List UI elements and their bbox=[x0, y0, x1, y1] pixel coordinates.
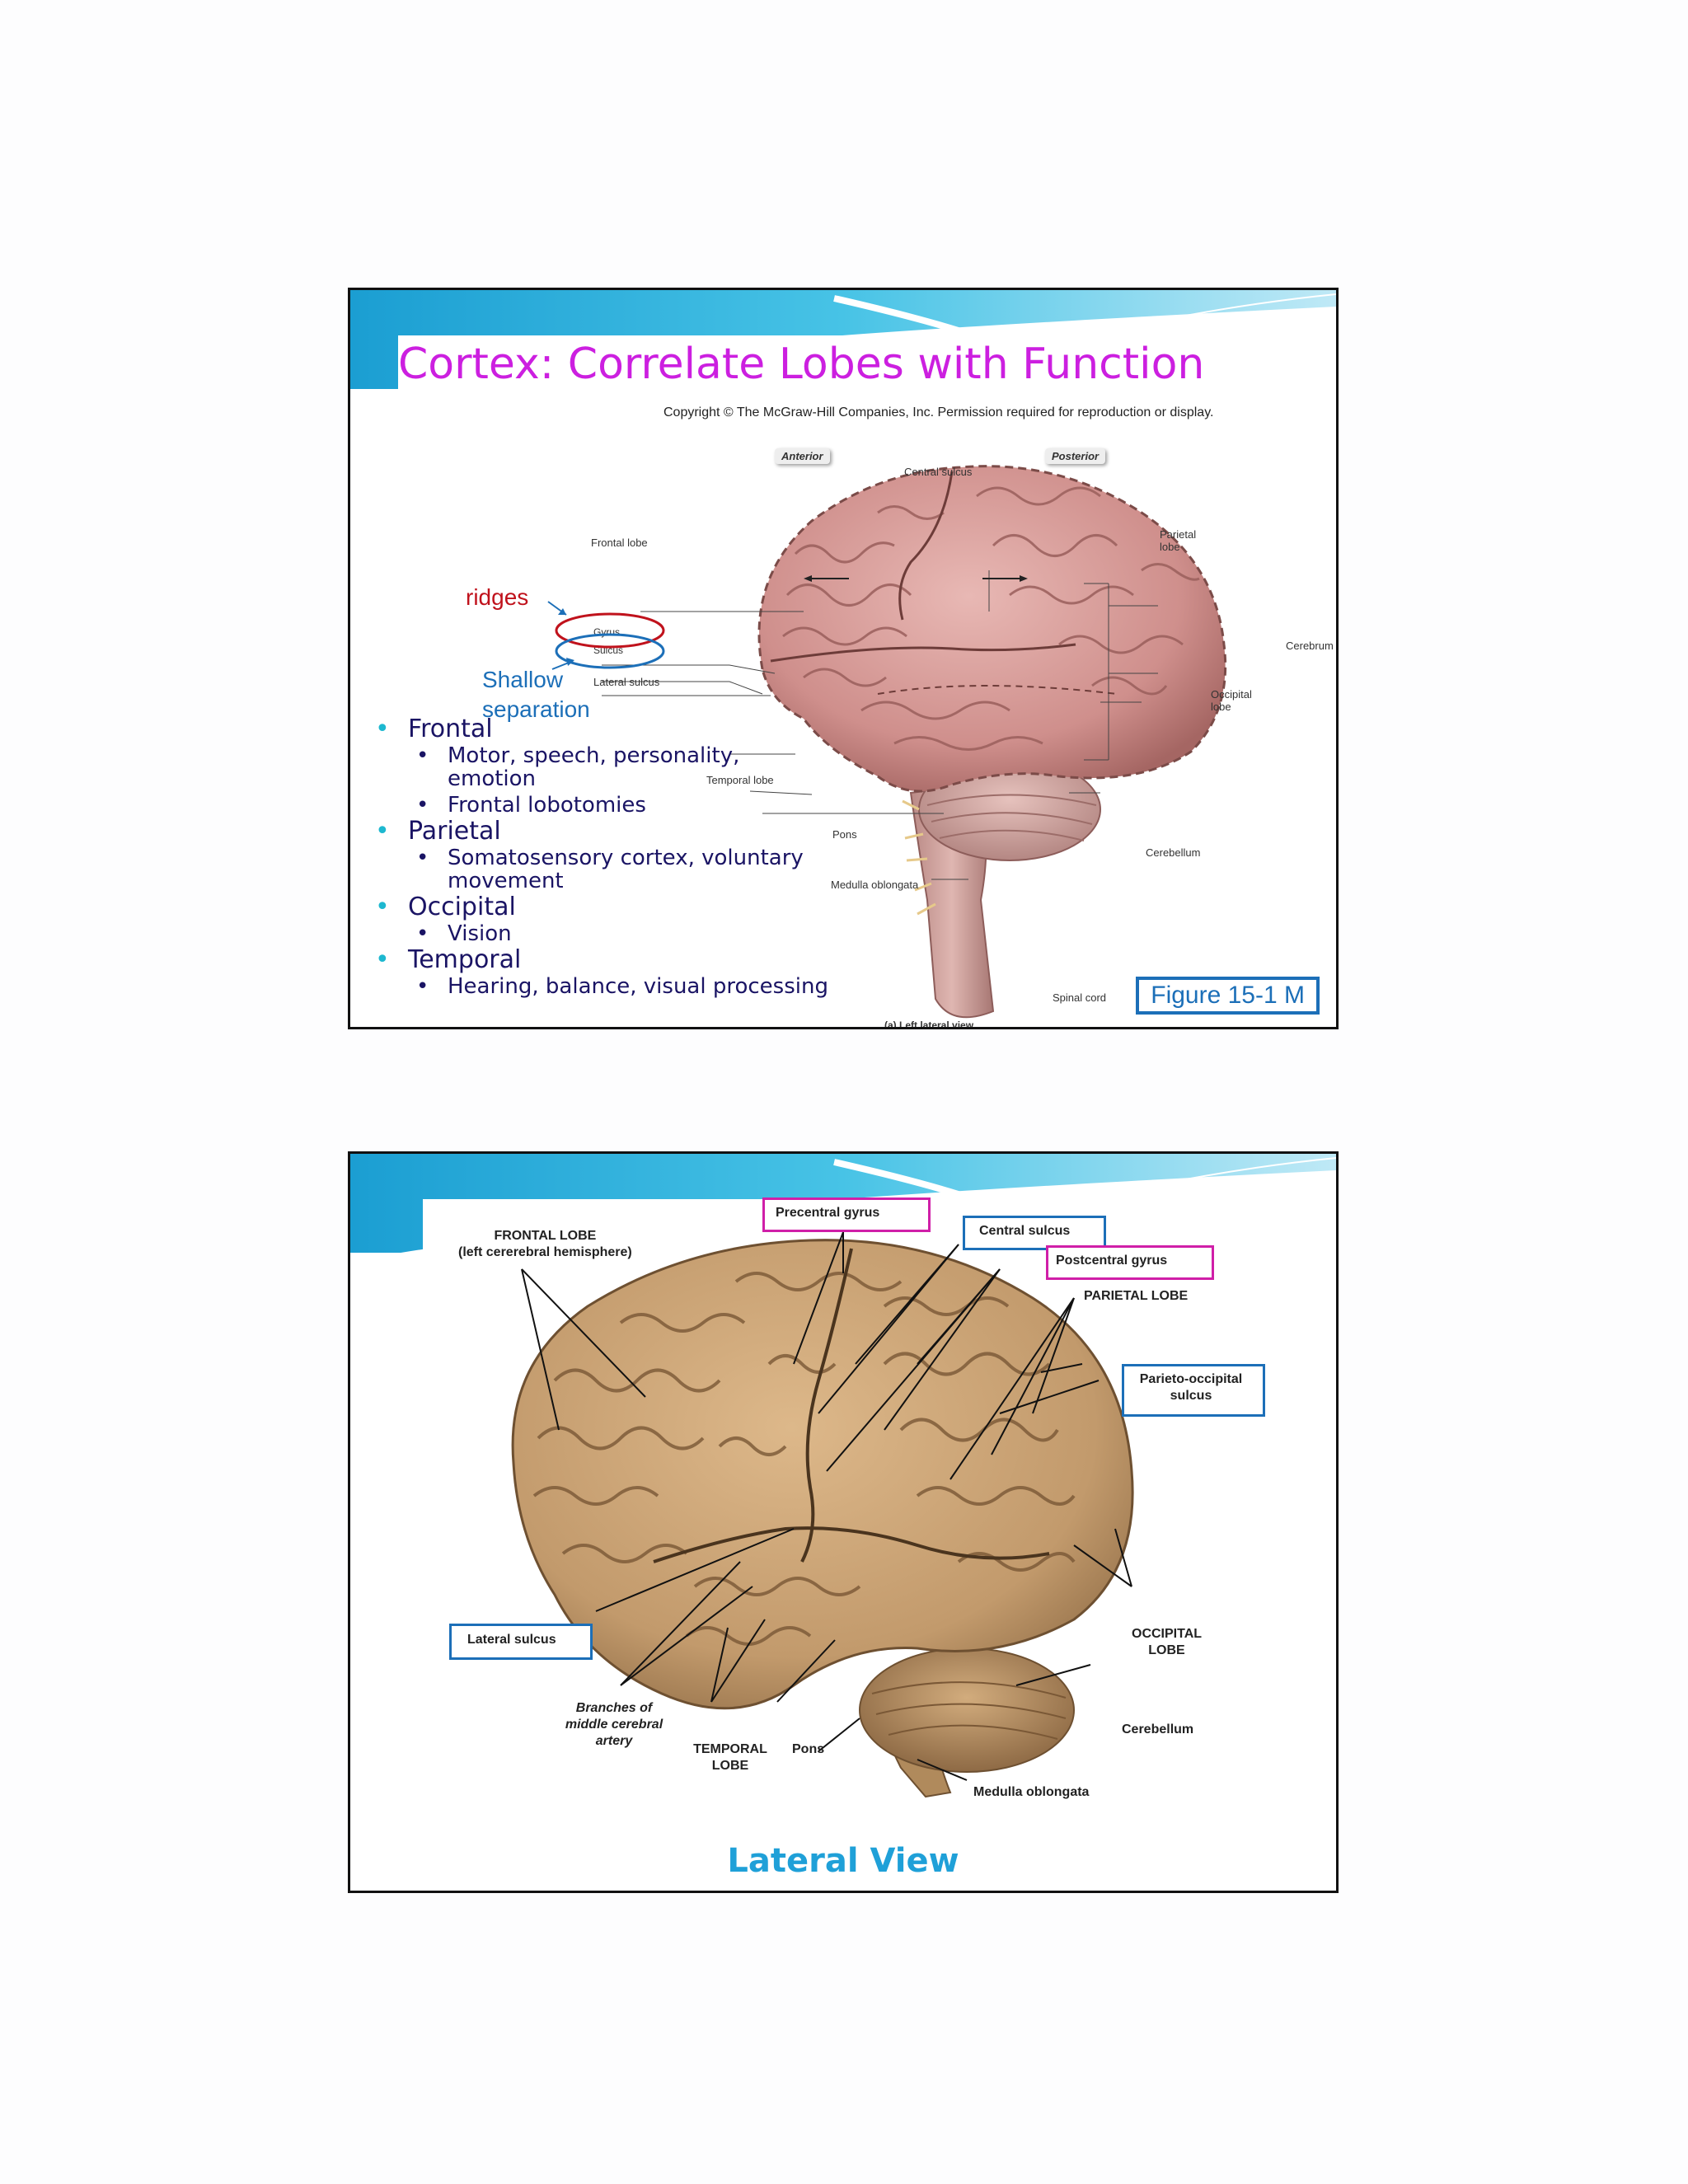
label-temporal-lobe-line1: TEMPORAL bbox=[693, 1742, 767, 1756]
label-anterior: Anterior bbox=[775, 448, 830, 464]
label-occipital-lobe: OCCIPITAL LOBE bbox=[1132, 1626, 1202, 1659]
label-frontal-lobe: FRONTAL LOBE (left cererebral hemisphere… bbox=[458, 1228, 632, 1261]
label-occipital-lobe-line1: Occipital bbox=[1211, 688, 1252, 701]
slide-title: Cortex: Correlate Lobes with Function bbox=[398, 335, 1296, 393]
label-lateral-sulcus: Lateral sulcus bbox=[593, 676, 660, 688]
figure-reference: Figure 15-1 M bbox=[1136, 977, 1320, 1015]
slide-header-band bbox=[350, 290, 1336, 389]
bullet-frontal: Frontal bbox=[375, 715, 828, 744]
label-branches-middle-cerebral-artery: Branches of middle cerebral artery bbox=[556, 1700, 672, 1750]
bullet-frontal-function-line1: Motor, speech, personality, bbox=[448, 743, 740, 768]
bullet-temporal: Temporal bbox=[375, 945, 828, 975]
label-occipital-lobe-line2: LOBE bbox=[1148, 1643, 1185, 1657]
label-temporal-lobe: TEMPORAL LOBE bbox=[685, 1741, 776, 1774]
label-medulla-oblongata: Medulla oblongata bbox=[831, 879, 919, 891]
label-branches-line2: middle cerebral bbox=[565, 1718, 663, 1732]
label-precentral-gyrus: Precentral gyrus bbox=[776, 1206, 880, 1220]
label-central-sulcus: Central sulcus bbox=[904, 466, 973, 478]
copyright-notice: Copyright © The McGraw-Hill Companies, I… bbox=[663, 405, 1214, 419]
label-frontal-lobe-line2: (left cererebral hemisphere) bbox=[458, 1245, 632, 1259]
label-central-sulcus: Central sulcus bbox=[979, 1224, 1071, 1238]
bullet-frontal-function: Motor, speech, personality, emotion bbox=[375, 744, 828, 790]
label-occipital-lobe-line2: lobe bbox=[1211, 701, 1231, 713]
label-parietal-lobe-line2: lobe bbox=[1160, 541, 1180, 553]
label-parieto-occipital-line2: sulcus bbox=[1170, 1389, 1212, 1403]
label-gyrus: Gyrus bbox=[593, 626, 621, 638]
label-occipital-lobe: Occipital lobe bbox=[1211, 688, 1252, 713]
lobe-function-list: Frontal Motor, speech, personality, emot… bbox=[375, 715, 828, 998]
central-sulcus-box bbox=[963, 1216, 1106, 1250]
parieto-occipital-box bbox=[1122, 1364, 1265, 1417]
bullet-parietal-function-line1: Somatosensory cortex, voluntary bbox=[448, 846, 804, 870]
bullet-parietal: Parietal bbox=[375, 817, 828, 846]
note-shallow: Shallow bbox=[482, 667, 564, 692]
bullet-occipital-function: Vision bbox=[375, 922, 828, 945]
label-branches-line1: Branches of bbox=[575, 1701, 653, 1715]
label-postcentral-gyrus: Postcentral gyrus bbox=[1056, 1254, 1168, 1268]
label-cerebrum: Cerebrum bbox=[1286, 640, 1334, 652]
label-sulcus: Sulcus bbox=[593, 644, 624, 656]
label-frontal-lobe-line1: FRONTAL LOBE bbox=[494, 1229, 597, 1243]
note-ridges: ridges bbox=[466, 584, 529, 610]
label-pons: Pons bbox=[832, 828, 857, 841]
label-parietal-lobe: Parietal lobe bbox=[1160, 528, 1196, 553]
postcentral-gyrus-box bbox=[1046, 1245, 1214, 1280]
label-lateral-sulcus: Lateral sulcus bbox=[467, 1633, 556, 1647]
slide-header-band bbox=[350, 1154, 1336, 1253]
slide-cortex-lobes: Cortex: Correlate Lobes with Function Co… bbox=[348, 288, 1339, 1029]
slide-title: Lateral View bbox=[727, 1842, 959, 1880]
label-parieto-occipital-line1: Parieto-occipital bbox=[1139, 1372, 1243, 1386]
figure-caption: (a) Left lateral view bbox=[884, 1019, 974, 1029]
bullet-parietal-function-line2: movement bbox=[448, 869, 564, 893]
label-parieto-occipital-sulcus: Parieto-occipital sulcus bbox=[1132, 1371, 1250, 1404]
label-branches-line3: artery bbox=[595, 1734, 633, 1748]
label-parietal-lobe-line1: Parietal bbox=[1160, 528, 1197, 541]
label-cerebellum: Cerebellum bbox=[1146, 846, 1201, 859]
lateral-sulcus-box bbox=[449, 1624, 593, 1660]
label-parietal-lobe: PARIETAL LOBE bbox=[1084, 1289, 1189, 1303]
label-temporal-lobe-line2: LOBE bbox=[711, 1759, 749, 1773]
bullet-frontal-function-line2: emotion bbox=[448, 766, 537, 791]
bullet-frontal-lobotomies: Frontal lobotomies bbox=[375, 794, 828, 817]
brain-lateral-diagram bbox=[602, 465, 1227, 1019]
bullet-occipital: Occipital bbox=[375, 893, 828, 922]
label-posterior: Posterior bbox=[1045, 448, 1106, 464]
slide-lateral-view: Precentral gyrus Central sulcus Postcent… bbox=[348, 1151, 1339, 1893]
label-cerebellum: Cerebellum bbox=[1122, 1722, 1194, 1736]
label-pons: Pons bbox=[792, 1742, 825, 1756]
precentral-gyrus-box bbox=[762, 1197, 931, 1232]
label-occipital-lobe-line1: OCCIPITAL bbox=[1132, 1627, 1203, 1641]
label-medulla-oblongata: Medulla oblongata bbox=[973, 1785, 1090, 1799]
brain-photo-panel: Precentral gyrus Central sulcus Postcent… bbox=[423, 1197, 1265, 1805]
label-frontal-lobe: Frontal lobe bbox=[591, 537, 648, 549]
brain-photo-illustration bbox=[511, 1231, 1134, 1798]
bullet-temporal-function: Hearing, balance, visual processing bbox=[375, 975, 828, 998]
label-spinal-cord: Spinal cord bbox=[1053, 991, 1107, 1004]
bullet-parietal-function: Somatosensory cortex, voluntary movement bbox=[375, 846, 828, 893]
